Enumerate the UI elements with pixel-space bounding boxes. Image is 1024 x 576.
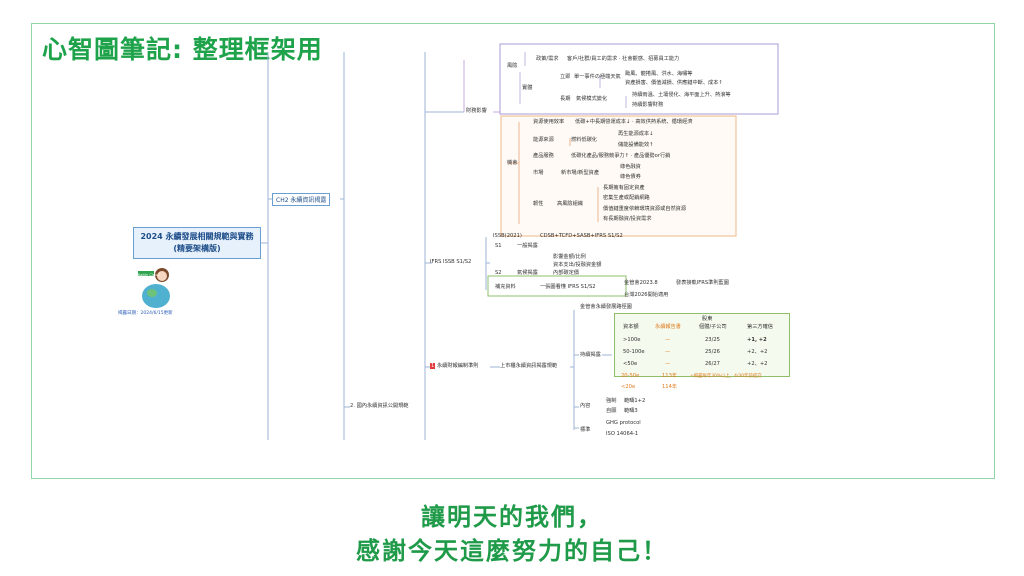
row2-ind: 25/26 bbox=[705, 349, 720, 355]
node-resource-eff-items: 低碳+中長期營運成本↓ · 高效供熱系統、循環經濟 bbox=[575, 119, 693, 125]
node-policy[interactable]: 政策/需求 bbox=[536, 56, 559, 62]
node-chronic-event: 氣候模式變化 bbox=[576, 96, 608, 102]
table-head-c4: 第三方確信 bbox=[747, 324, 773, 330]
node-resilience-4: 有長期融資/投資需求 bbox=[603, 216, 652, 222]
node-energy[interactable]: 能源來源 bbox=[533, 137, 554, 143]
node-acute-1: 颱風、龍捲風、洪水、海嘯等 bbox=[625, 71, 693, 77]
node-chronic[interactable]: 長期 bbox=[560, 96, 571, 102]
table-head-c2: 永續報告書 bbox=[655, 324, 681, 330]
node-resilience-1: 長期擁有固定資產 bbox=[603, 185, 645, 191]
extra-row2-cap: <20e bbox=[621, 384, 636, 390]
node-products-items: 低碳化產品/服務競爭力↑ · 產品優勢or行銷 bbox=[571, 153, 671, 159]
node-s2-sub3: 內部碳定價 bbox=[553, 270, 579, 276]
node-law-reg[interactable]: 1 永續財報編制準則 bbox=[430, 363, 478, 370]
root-node[interactable]: 2024 永續發展相關規範與實務 (精要架構版) bbox=[133, 227, 261, 259]
extra-row1-cap: 20-50e bbox=[621, 373, 640, 379]
node-risk[interactable]: 風險 bbox=[507, 63, 518, 69]
row1-ind: 23/25 bbox=[705, 337, 720, 343]
node-ifrs[interactable]: IFRS ISSB S1/S2 bbox=[430, 259, 472, 265]
law-reg-label: 永續財報編制準則 bbox=[436, 363, 479, 369]
sign-note: 揭露日期：2024/6/15更新 bbox=[118, 311, 173, 316]
node-standard[interactable]: 標準 bbox=[580, 427, 591, 433]
disclosure-table: 股東 資本額 永續報告書 個體/子公司 第三方確信 >100e — 23/25 … bbox=[614, 313, 790, 377]
node-listed-report[interactable]: 上市櫃永續資訊揭露規範 bbox=[500, 363, 558, 369]
row3-cap: <50e bbox=[623, 361, 638, 367]
row3-rep: — bbox=[665, 361, 671, 367]
node-acute-2: 資產損害、價值減損、供應鏈中斷、成本↑ bbox=[625, 80, 723, 86]
node-issb-2021: ISSB(2021) bbox=[493, 233, 522, 239]
root-line1: 2024 永續發展相關規範與實務 bbox=[140, 232, 254, 241]
node-voluntary-item: 範疇3 bbox=[624, 408, 638, 414]
extra-row1-note: +揭露每年30%以上，4/30年前提交 bbox=[690, 374, 762, 379]
row2-ver: +2、+2 bbox=[747, 349, 768, 355]
row1-cap: >100e bbox=[623, 337, 641, 343]
root-line2: (精要架構版) bbox=[173, 244, 221, 253]
badge-number: 1 bbox=[430, 363, 436, 369]
node-chronic-2: 持續影響財務 bbox=[632, 102, 664, 108]
node-supplement[interactable]: 補充資料 bbox=[495, 284, 516, 290]
table-head-top: 股東 bbox=[702, 316, 713, 322]
node-opportunity[interactable]: 機會 bbox=[507, 160, 518, 166]
node-resilience-2: 密集生產或配銷網路 bbox=[603, 195, 650, 201]
table-head-c3: 個體/子公司 bbox=[699, 324, 727, 330]
node-domestic[interactable]: 2. 國內永續資訊公開規範 bbox=[350, 403, 409, 409]
row1-ver: +1, +2 bbox=[747, 337, 767, 343]
node-s2[interactable]: S2 bbox=[495, 270, 502, 276]
node-ch2[interactable]: CH2 永續資訊揭露 bbox=[272, 193, 331, 206]
node-physical[interactable]: 實體 bbox=[522, 85, 533, 91]
node-resilience-3: 價值鏈重度依賴環境資源或自然資源 bbox=[603, 206, 687, 212]
node-energy-1: 再生能源成本↓ bbox=[618, 131, 654, 137]
node-s2-item: 氣候揭露 bbox=[517, 270, 538, 276]
extra-row1-rep: 113年 bbox=[662, 373, 678, 379]
footer-line1: 讓明天的我們， bbox=[421, 503, 603, 531]
table-head-c1: 資本額 bbox=[623, 324, 639, 330]
node-s2-sub1: 影響金額/比例 bbox=[553, 254, 586, 260]
avatar-badge: Kaitin Cloud bbox=[138, 273, 160, 277]
node-energy-2: 儲能設備能效↑ bbox=[618, 142, 654, 148]
row3-ver: +2、+2 bbox=[747, 361, 768, 367]
node-std-1: GHG protocol bbox=[606, 420, 641, 426]
page-title: 心智圖筆記: 整理框架用 bbox=[42, 35, 323, 64]
node-resilience[interactable]: 韌性 bbox=[533, 201, 544, 207]
node-s2-sub2: 資本支出/投融資金額 bbox=[553, 262, 602, 268]
node-markets-1: 綠色融資 bbox=[620, 164, 641, 170]
node-resilience-sub: 高風險組織 bbox=[557, 201, 583, 207]
node-markets[interactable]: 市場 bbox=[533, 170, 544, 176]
node-finance-impact[interactable]: 財務影響 bbox=[466, 108, 487, 114]
node-products[interactable]: 產品服務 bbox=[533, 153, 554, 159]
node-policy-items: 客戶/社群/員工的需求 · 社會觀感、招募員工能力 bbox=[567, 56, 680, 62]
extra-row2-rep: 114年 bbox=[662, 384, 678, 390]
node-mandatory: 強制 bbox=[606, 398, 617, 404]
node-energy-sub: 燃料低碳化 bbox=[571, 137, 597, 143]
row2-rep: — bbox=[665, 349, 671, 355]
node-tw-2026: 台灣2026開始適用 bbox=[624, 292, 669, 298]
node-s1[interactable]: S1 bbox=[495, 243, 502, 249]
avatar-illustration bbox=[138, 268, 170, 308]
node-fsc-roadmap: 金管會永續發展路徑圖 bbox=[580, 304, 632, 310]
node-std-2: ISO 14064-1 bbox=[606, 431, 639, 437]
node-voluntary: 自願 bbox=[606, 408, 617, 414]
footer-line2: 感謝今天這麼努力的自己！ bbox=[356, 537, 668, 565]
node-s1-item: 一般揭露 bbox=[517, 243, 538, 249]
node-mandatory-item: 範疇1+2 bbox=[624, 398, 646, 404]
node-chronic-1: 持續雨溫、土壤侵化、海平面上升、熱浪等 bbox=[632, 92, 731, 98]
node-content[interactable]: 內容 bbox=[580, 403, 591, 409]
node-issb-formula: CDSB+TCFD+SASB+IFRS S1/S2 bbox=[540, 233, 623, 239]
node-sustain-report[interactable]: 持續揭露 bbox=[580, 352, 601, 358]
node-acute[interactable]: 立即 bbox=[560, 74, 571, 80]
node-fsc-2023-item: 發表接軌IFRS準則藍圖 bbox=[676, 280, 729, 286]
node-resource-eff[interactable]: 資源使用效率 bbox=[533, 119, 565, 125]
node-markets-sub: 新市場/新型資產 bbox=[561, 170, 600, 176]
row3-ind: 26/27 bbox=[705, 361, 720, 367]
node-fsc-2023: 金管會2023.8 bbox=[624, 280, 658, 286]
node-markets-2: 綠色債券 bbox=[620, 174, 641, 180]
node-supplement-item: 一張圖看懂 IFRS S1/S2 bbox=[540, 284, 596, 290]
node-acute-event: 單一事件の極端天氣 bbox=[574, 74, 621, 80]
row1-rep: — bbox=[665, 337, 671, 343]
row2-cap: 50-100e bbox=[623, 349, 645, 355]
